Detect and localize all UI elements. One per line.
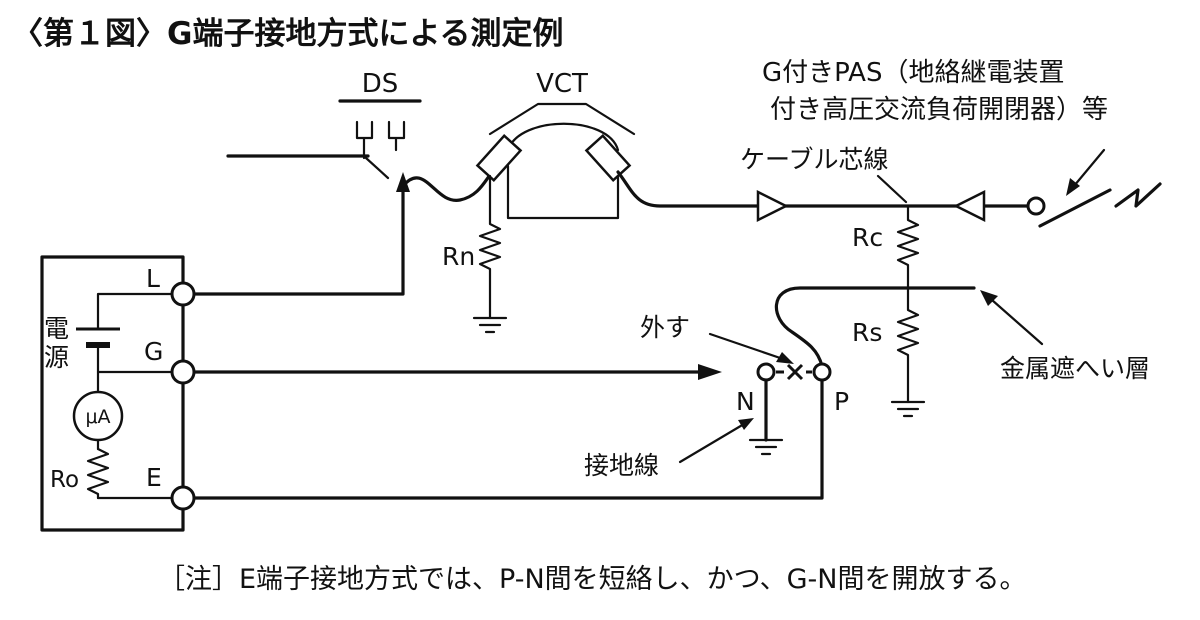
- vct-bushing-left: [475, 134, 523, 182]
- terminal-g: [170, 359, 196, 385]
- ds-link: [364, 156, 390, 180]
- n-ground-symbol: [748, 438, 784, 456]
- pas-pointer: [1072, 148, 1106, 188]
- n-label: N: [736, 387, 755, 416]
- rc-resistor: [896, 204, 920, 290]
- metal-shield-pointer: [990, 298, 1044, 346]
- terminal-p: [812, 362, 832, 382]
- cable-core-pointer: [876, 174, 908, 204]
- cable-core-label: ケーブル芯線: [740, 145, 889, 174]
- terminal-g-label: G: [144, 337, 163, 366]
- e-line-to-p: [191, 379, 824, 500]
- rn-resistor: [478, 174, 502, 320]
- terminal-e-label: E: [146, 463, 162, 492]
- rc-label: Rc: [852, 223, 883, 252]
- p-label: P: [834, 387, 849, 416]
- vct-housing-inner: [506, 164, 620, 220]
- arrowhead-to-ds: [396, 172, 410, 192]
- removed-short-cross: [786, 363, 804, 381]
- rs-label: Rs: [852, 318, 882, 347]
- pas-pointer-head: [1066, 178, 1080, 196]
- terminal-n: [756, 362, 776, 382]
- instrument-box: [40, 255, 185, 532]
- footnote: ［注］E端子接地方式では、P-N間を短絡し、かつ、G-N間を開放する。: [158, 564, 1026, 595]
- rs-ground-symbol: [890, 400, 926, 418]
- vct-bushing-right: [584, 134, 632, 182]
- metal-shield-layer: [774, 286, 976, 368]
- power-source-label-2: 源: [44, 343, 69, 372]
- rn-label: Rn: [442, 242, 475, 271]
- terminal-e: [170, 485, 196, 511]
- terminal-l: [170, 281, 196, 307]
- vct-housing-outer: [488, 102, 636, 136]
- pas-line-zigzag: [1114, 182, 1162, 208]
- remove-pointer: [708, 332, 788, 362]
- ground-wire-label: 接地線: [584, 451, 659, 480]
- ground-wire-pointer: [678, 422, 746, 464]
- l-line-to-ds: [191, 184, 405, 296]
- microammeter-label: μA: [85, 406, 110, 428]
- ground-wire-pointer-head: [738, 418, 754, 430]
- pas-label-line2: 付き高圧交流負荷開閉器）等: [770, 95, 1108, 125]
- rn-ground-symbol: [472, 316, 508, 334]
- pas-switch-blade: [1038, 188, 1112, 228]
- cable-termination-left: [756, 189, 789, 223]
- ds-label: DS: [362, 69, 399, 99]
- pas-contact: [1026, 196, 1046, 216]
- remove-label: 外す: [640, 313, 690, 342]
- terminal-l-label: L: [146, 264, 160, 293]
- remove-pointer-head: [776, 352, 794, 364]
- vct-label: VCT: [536, 69, 588, 99]
- instrument-l-lead: [96, 292, 182, 330]
- ds-to-vct-line: [401, 168, 496, 202]
- vct-arch: [506, 122, 620, 152]
- diagram-title: 〈第１図〉G端子接地方式による測定例: [12, 16, 564, 52]
- ro-label: Ro: [50, 467, 79, 493]
- power-source-label-1: 電: [44, 314, 69, 343]
- arrowhead-to-n: [698, 364, 722, 380]
- ds-blade-left: [355, 120, 374, 160]
- pas-label-line1: G付きPAS（地絡継電装置: [762, 58, 1064, 88]
- vct-to-cable-line: [616, 170, 1032, 208]
- rs-resistor: [896, 286, 920, 404]
- metal-shield-pointer-head: [980, 290, 998, 306]
- cable-termination-right: [953, 189, 986, 223]
- metal-shield-label: 金属遮へい層: [1000, 354, 1150, 383]
- ds-blade-right: [387, 120, 406, 152]
- ro-resistor: [86, 447, 110, 500]
